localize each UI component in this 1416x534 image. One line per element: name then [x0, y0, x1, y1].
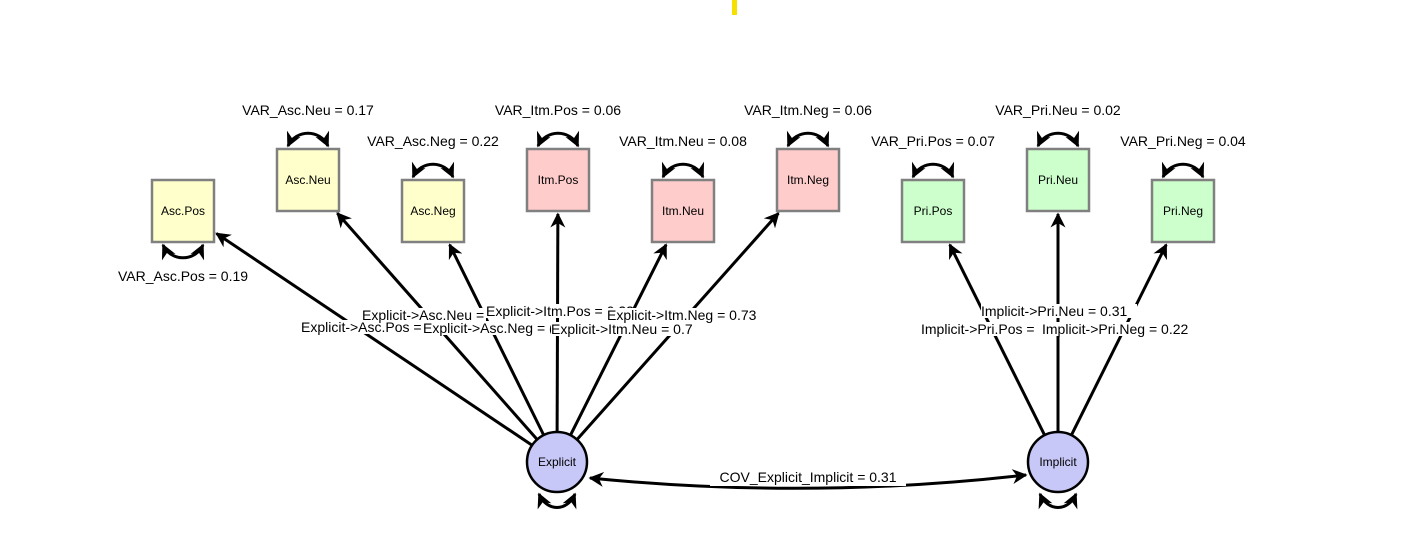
observed-node-label: Pri.Neu: [1038, 173, 1078, 187]
path-edge-implicit-pri-neg[interactable]: [1070, 243, 1168, 436]
variance-labels: VAR_Asc.Pos = 0.19 VAR_Asc.Neu = 0.17 VA…: [118, 102, 1246, 284]
path-edge-explicit-asc-neg[interactable]: [448, 243, 546, 436]
variance-label-itm-neg: VAR_Itm.Neg = 0.06: [744, 102, 872, 118]
observed-node-box: [900, 178, 966, 244]
observed-node-label: Pri.Neg: [1163, 204, 1203, 218]
observed-node-box: [775, 147, 841, 213]
variance-label-pri-neu: VAR_Pri.Neu = 0.02: [995, 102, 1121, 118]
variance-label-itm-neu: VAR_Itm.Neu = 0.08: [619, 133, 747, 149]
path-label-implicit-pri-neu: Implicit->Pri.Neu = 0.31: [981, 303, 1127, 319]
variance-label-pri-pos: VAR_Pri.Pos = 0.07: [871, 133, 995, 149]
edges-layer: [215, 212, 1168, 447]
variance-loop-explicit[interactable]: [537, 492, 577, 510]
variance-label-asc-neu: VAR_Asc.Neu = 0.17: [242, 102, 374, 118]
latent-node-circle: [1026, 430, 1090, 494]
variance-loop-itm-pos[interactable]: [536, 130, 580, 148]
variance-loop-implicit[interactable]: [1038, 492, 1078, 510]
observed-node-itm-neg[interactable]: Itm.Neg: [775, 147, 841, 213]
path-edge-implicit-pri-pos[interactable]: [948, 243, 1046, 436]
path-edge-explicit-itm-neu[interactable]: [569, 243, 668, 436]
observed-node-label: Itm.Neu: [662, 204, 704, 218]
latent-node-explicit[interactable]: Explicit: [525, 430, 589, 494]
latent-node-circle: [525, 430, 589, 494]
yellow-marker: [732, 0, 737, 15]
observed-node-label: Pri.Pos: [914, 204, 953, 218]
covariance-label-bg: [710, 466, 906, 486]
variance-loop-asc-pos[interactable]: [161, 243, 205, 261]
path-label-explicit-asc-neu: Explicit->Asc.Neu =: [362, 307, 484, 323]
variance-loop-asc-neg[interactable]: [411, 161, 455, 179]
variance-label-pri-neg: VAR_Pri.Neg = 0.04: [1120, 133, 1246, 149]
path-label-explicit-itm-neg: Explicit->Itm.Neg = 0.73: [607, 307, 757, 323]
latent-node-label: Explicit: [538, 455, 577, 469]
path-label-implicit-pri-pos: Implicit->Pri.Pos =: [921, 321, 1035, 337]
observed-node-itm-neu[interactable]: Itm.Neu: [650, 178, 716, 244]
observed-node-box: [400, 178, 466, 244]
observed-node-box: [275, 147, 341, 213]
variance-label-asc-pos: VAR_Asc.Pos = 0.19: [118, 268, 248, 284]
observed-node-label: Asc.Neg: [410, 204, 455, 218]
variance-label-asc-neg: VAR_Asc.Neg = 0.22: [367, 133, 499, 149]
observed-node-box: [1025, 147, 1091, 213]
observed-node-itm-pos[interactable]: Itm.Pos: [525, 147, 591, 213]
variance-loop-itm-neu[interactable]: [661, 161, 705, 179]
path-labels: Explicit->Asc.Pos = Explicit->Asc.Neu = …: [301, 303, 1198, 337]
path-label-explicit-asc-pos: Explicit->Asc.Pos =: [301, 319, 422, 335]
variance-loop-pri-pos[interactable]: [911, 161, 955, 179]
observed-node-asc-pos[interactable]: Asc.Pos: [150, 178, 216, 244]
latent-node-implicit[interactable]: Implicit: [1026, 430, 1090, 494]
observed-node-pri-neg[interactable]: Pri.Neg: [1150, 178, 1216, 244]
covariance-label: COV_Explicit_Implicit = 0.31: [719, 469, 896, 485]
observed-node-box: [150, 178, 216, 244]
path-label-explicit-itm-neu: Explicit->Itm.Neu = 0.7: [551, 321, 693, 337]
observed-node-box: [525, 147, 591, 213]
observed-node-label: Asc.Neu: [285, 173, 330, 187]
observed-node-asc-neg[interactable]: Asc.Neg: [400, 178, 466, 244]
observed-node-pri-pos[interactable]: Pri.Pos: [900, 178, 966, 244]
observed-node-label: Itm.Neg: [787, 173, 829, 187]
path-label-implicit-pri-neg: Implicit->Pri.Neg = 0.22: [1042, 321, 1188, 337]
path-label-explicit-asc-neg: Explicit->Asc.Neg = (: [423, 320, 554, 336]
variance-label-itm-pos: VAR_Itm.Pos = 0.06: [495, 102, 621, 118]
variance-loop-itm-neg[interactable]: [786, 130, 830, 148]
observed-node-box: [650, 178, 716, 244]
path-edge-explicit-asc-pos[interactable]: [215, 232, 533, 447]
latent-node-label: Implicit: [1039, 455, 1077, 469]
observed-node-label: Itm.Pos: [538, 173, 579, 187]
observed-node-pri-neu[interactable]: Pri.Neu: [1025, 147, 1091, 213]
variance-loop-pri-neu[interactable]: [1036, 130, 1080, 148]
observed-node-box: [1150, 178, 1216, 244]
variance-loop-asc-neu[interactable]: [286, 130, 330, 148]
observed-node-asc-neu[interactable]: Asc.Neu: [275, 147, 341, 213]
path-label-explicit-itm-pos: Explicit->Itm.Pos = 0.??: [486, 303, 634, 319]
covariance-edge[interactable]: [588, 469, 1028, 490]
variance-loop-pri-neg[interactable]: [1161, 161, 1205, 179]
observed-node-label: Asc.Pos: [161, 204, 205, 218]
variance-loops-layer: [161, 130, 1205, 510]
